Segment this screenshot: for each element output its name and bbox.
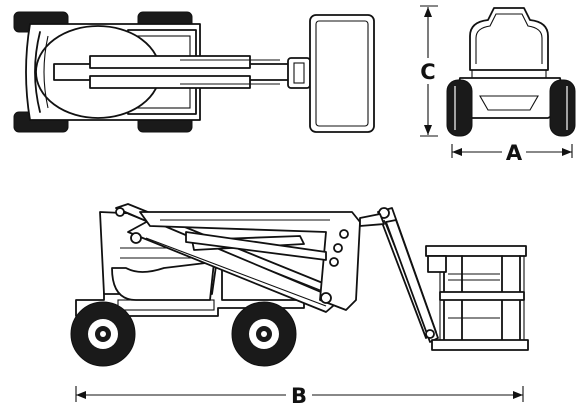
front-view-wheel-left (446, 79, 473, 137)
side-view-wheel-front (231, 301, 297, 367)
dimension-b-label: B (291, 384, 307, 408)
front-view-platform (469, 7, 549, 71)
side-view-riser (139, 211, 361, 311)
top-view (13, 11, 375, 133)
side-view (70, 203, 529, 367)
front-view-wheel-right (549, 79, 576, 137)
dimension-b: B (75, 383, 524, 408)
dimension-a-label: A (506, 141, 523, 165)
dimension-c: C (416, 5, 440, 137)
side-view-pivot-lower (320, 292, 332, 304)
side-view-wheel-rear (70, 301, 136, 367)
top-view-platform (309, 14, 375, 133)
dimension-c-label: C (420, 60, 435, 84)
side-view-platform (425, 245, 529, 351)
dimension-a: A (451, 140, 573, 165)
front-view (446, 7, 576, 137)
side-view-pivot-upper (339, 229, 349, 239)
